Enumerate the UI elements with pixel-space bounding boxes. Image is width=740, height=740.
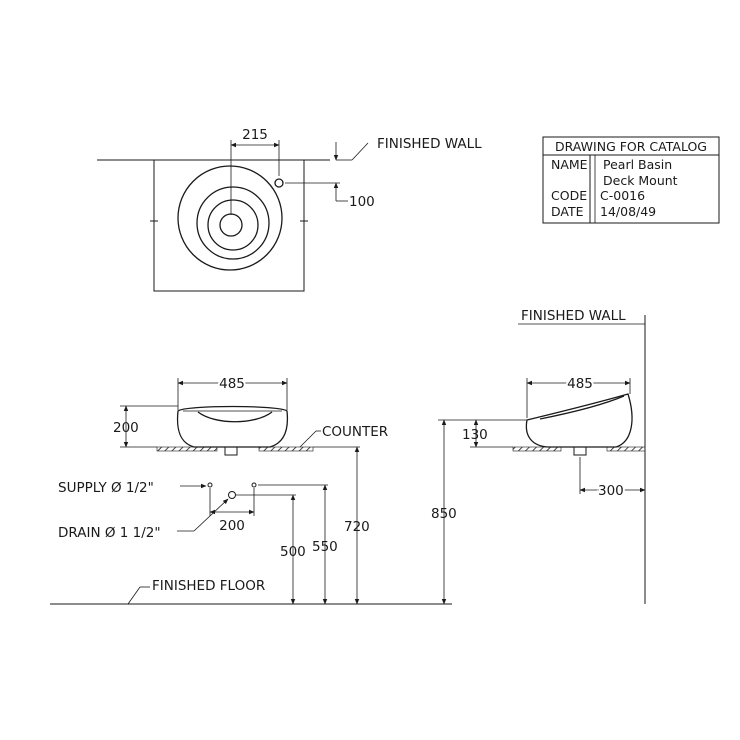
drain-point [228, 491, 236, 499]
plan-counter-outline [153, 159, 305, 292]
plan-tap-hole [274, 178, 284, 188]
title-name-value: Pearl Basin [603, 157, 672, 172]
side-dim-130: 130 [462, 427, 488, 443]
front-counter-label: COUNTER [322, 424, 388, 440]
finished-floor-label: FINISHED FLOOR [152, 578, 265, 594]
front-dim-720: 720 [344, 519, 370, 535]
front-dim-supply-spacing: 200 [219, 518, 245, 534]
title-name-label: NAME [551, 157, 588, 172]
side-dim-300: 300 [598, 483, 624, 499]
supply-right-point [251, 482, 257, 488]
front-dim-200: 200 [113, 420, 139, 436]
side-drain-spigot [573, 446, 587, 456]
front-counter-right [258, 446, 314, 452]
front-counter-left [156, 446, 218, 452]
title-code-value: C-0016 [600, 188, 645, 203]
supply-left-point [207, 482, 213, 488]
plan-dim-100: 100 [349, 194, 375, 210]
title-block: DRAWING FOR CATALOG NAME Pearl Basin Dec… [542, 136, 720, 224]
plan-basin-outer [177, 165, 283, 271]
side-view: FINISHED WALL 485 130 850 300 [431, 308, 646, 605]
side-dim-485: 485 [567, 376, 593, 392]
side-counter-right [606, 446, 646, 452]
plan-dim-215: 215 [242, 127, 268, 143]
plan-view: 215 100 FINISHED WALL [97, 127, 482, 292]
plan-basin-inner [196, 186, 270, 260]
side-basin-body [525, 393, 633, 448]
front-dim-550: 550 [312, 539, 338, 555]
plan-basin-bowl [207, 199, 259, 251]
title-name-value-line2: Deck Mount [603, 173, 678, 188]
title-date-value: 14/08/49 [600, 204, 656, 219]
title-block-heading: DRAWING FOR CATALOG [555, 139, 707, 154]
drain-label: DRAIN Ø 1 1/2" [58, 525, 161, 541]
front-dim-485: 485 [219, 376, 245, 392]
front-drain-spigot [224, 446, 238, 456]
title-code-label: CODE [551, 188, 587, 203]
front-basin-body [176, 405, 289, 448]
front-dim-500: 500 [280, 544, 306, 560]
side-counter-left [512, 446, 562, 452]
side-finished-wall-label: FINISHED WALL [521, 308, 626, 324]
front-view: 485 200 COUNTER SUPPLY Ø 1/2" DRAIN Ø 1 … [50, 374, 452, 605]
plan-finished-wall-label: FINISHED WALL [377, 136, 482, 152]
title-date-label: DATE [551, 204, 584, 219]
supply-label: SUPPLY Ø 1/2" [58, 480, 154, 496]
side-dim-850: 850 [431, 506, 457, 522]
plan-drain [219, 213, 243, 237]
